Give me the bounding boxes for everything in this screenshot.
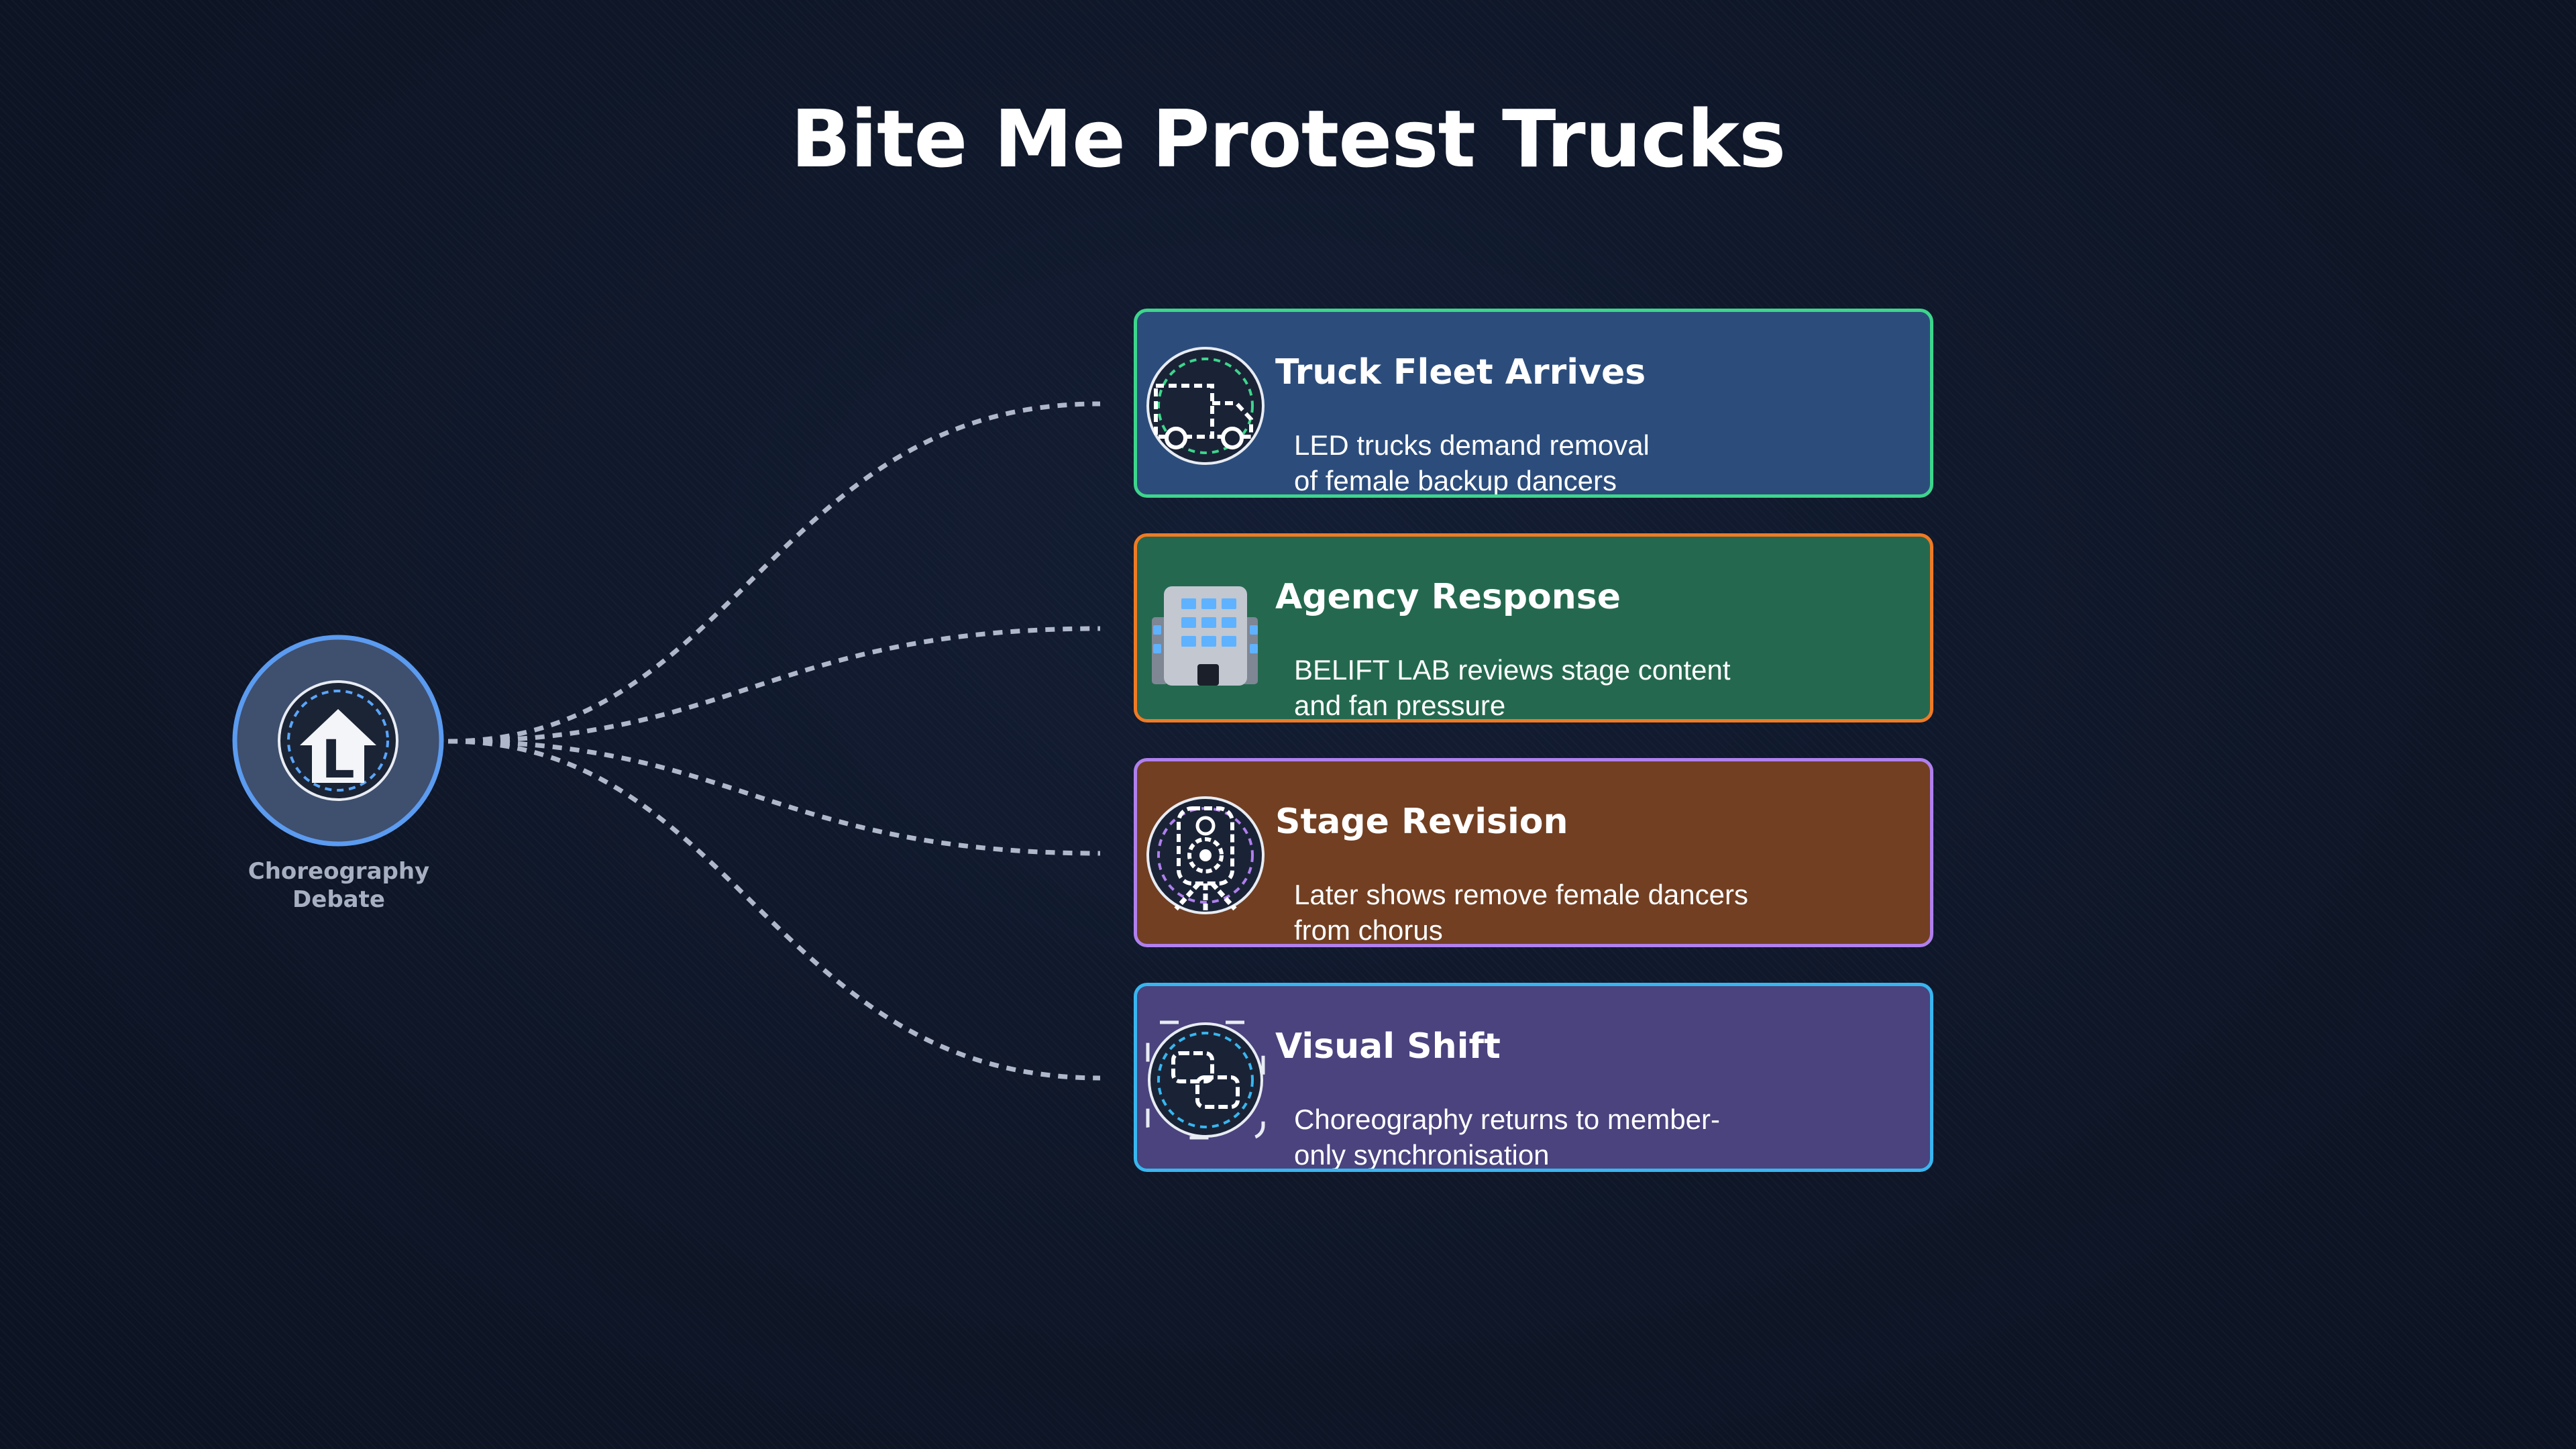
card-title: Visual Shift: [1275, 1026, 1501, 1067]
hub-label-line1: Choreography: [248, 858, 430, 885]
hub-label: Choreography Debate: [238, 857, 439, 914]
card-title: Stage Revision: [1275, 802, 1568, 842]
card-description-line2: and fan pressure: [1294, 690, 1506, 721]
svg-text:L: L: [321, 730, 355, 790]
card-title: Agency Response: [1275, 577, 1621, 617]
stage-performer-icon: [1144, 794, 1267, 917]
card-description-line1: Later shows remove female dancers: [1294, 879, 1748, 910]
house-letter-l-icon: L: [232, 635, 444, 847]
card-stage-revision: Stage Revision Later shows remove female…: [1134, 758, 1933, 947]
card-visual-shift: Visual Shift Choreography returns to mem…: [1134, 983, 1933, 1172]
connector-stage-revision: [447, 739, 1101, 856]
page-title: Bite Me Protest Trucks: [790, 93, 1786, 185]
connector-truck-fleet: [447, 401, 1101, 744]
card-truck-fleet-arrives: Truck Fleet Arrives LED trucks demand re…: [1134, 309, 1933, 498]
card-description: BELIFT LAB reviews stage content and fan…: [1294, 652, 1804, 721]
card-description-line2: from chorus: [1294, 914, 1443, 946]
hub-label-line2: Debate: [292, 886, 385, 913]
connector-agency-response: [447, 626, 1101, 744]
card-description: Later shows remove female dancers from c…: [1294, 877, 1804, 946]
card-description-line2: only synchronisation: [1294, 1139, 1550, 1171]
hub-node: L: [231, 634, 445, 847]
card-description: Choreography returns to member- only syn…: [1294, 1102, 1804, 1171]
card-agency-response: Agency Response BELIFT LAB reviews stage…: [1134, 533, 1933, 722]
card-description-line1: BELIFT LAB reviews stage content: [1294, 654, 1731, 686]
card-title: Truck Fleet Arrives: [1275, 352, 1646, 392]
truck-icon: [1144, 344, 1267, 468]
card-description-line1: Choreography returns to member-: [1294, 1104, 1720, 1135]
connector-visual-shift: [447, 739, 1101, 1081]
office-building-icon: [1144, 569, 1267, 692]
card-description-line1: LED trucks demand removal: [1294, 429, 1650, 461]
card-description-line2: of female backup dancers: [1294, 465, 1617, 496]
formation-squares-icon: [1144, 1018, 1267, 1142]
card-description: LED trucks demand removal of female back…: [1294, 427, 1804, 496]
